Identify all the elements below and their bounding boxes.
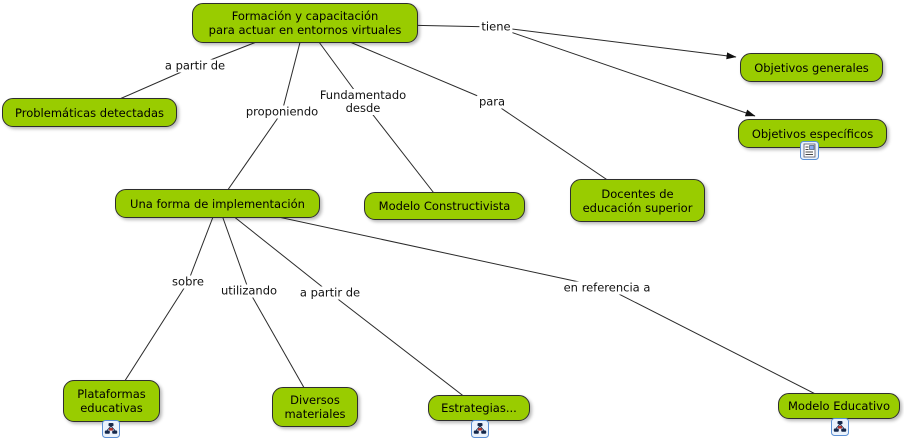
linking-phrase-para[interactable]: para <box>476 94 508 109</box>
linking-phrase-tiene[interactable]: tiene <box>479 19 513 34</box>
connector-line <box>217 111 283 205</box>
linking-phrase-a-partir-de-1[interactable]: a partir de <box>162 58 228 73</box>
cmap-icon[interactable] <box>102 420 121 439</box>
concept-docentes[interactable]: Docentes de educación superior <box>570 179 705 222</box>
mini-map-icon <box>831 418 849 436</box>
concept-modelo-constructivista[interactable]: Modelo Constructivista <box>364 192 525 220</box>
concept-label: Modelo Educativo <box>788 399 890 413</box>
concept-label: Plataformas educativas <box>77 387 146 415</box>
connector-line-arrow <box>495 26 737 60</box>
concept-materiales[interactable]: Diversos materiales <box>272 387 358 427</box>
concept-plataformas[interactable]: Plataformas educativas <box>63 380 160 422</box>
document-image-icon <box>800 141 819 160</box>
connector-line <box>329 292 480 409</box>
connector-line <box>217 203 331 294</box>
concept-una-forma-de-implementacion[interactable]: Una forma de implementación <box>115 189 320 218</box>
connector-line-arrow <box>495 26 756 117</box>
concept-label: Docentes de educación superior <box>582 186 693 215</box>
linking-phrase-sobre[interactable]: sobre <box>170 274 206 289</box>
concept-label: Objetivos generales <box>754 60 869 75</box>
linking-phrase-a-partir-de-2[interactable]: a partir de <box>297 285 363 300</box>
mini-map-icon <box>471 420 489 438</box>
concept-modelo-educativo[interactable]: Modelo Educativo <box>778 393 900 419</box>
mini-map-icon <box>102 420 120 438</box>
cmap-icon[interactable] <box>471 420 490 439</box>
concept-label: Formación y capacitación para actuar en … <box>208 9 402 37</box>
connector-line <box>606 287 840 407</box>
concept-formacion[interactable]: Formación y capacitación para actuar en … <box>192 3 418 43</box>
concept-problematicas[interactable]: Problemáticas detectadas <box>2 98 177 127</box>
cmap-icon[interactable] <box>831 418 850 437</box>
linking-phrase-proponiendo[interactable]: proponiendo <box>243 104 321 119</box>
connector-line <box>362 101 445 207</box>
connector-line <box>217 203 608 289</box>
resource-icon[interactable] <box>800 141 819 160</box>
concept-objetivos-generales[interactable]: Objetivos generales <box>740 53 883 82</box>
concept-label: Objetivos específicos <box>751 126 874 141</box>
concept-label: Modelo Constructivista <box>378 199 511 213</box>
concept-estrategias[interactable]: Estrategias... <box>428 395 530 421</box>
linking-phrase-fundamentado-desde[interactable]: Fundamentado desde <box>317 88 409 115</box>
connector-line <box>217 203 250 292</box>
linking-phrase-en-referencia-a[interactable]: en referencia a <box>561 280 653 295</box>
concept-label: Diversos materiales <box>284 393 346 421</box>
concept-label: Problemáticas detectadas <box>15 105 164 120</box>
concept-label: Estrategias... <box>441 401 517 415</box>
linking-phrase-utilizando[interactable]: utilizando <box>218 283 280 298</box>
concept-label: Una forma de implementación <box>130 196 305 211</box>
